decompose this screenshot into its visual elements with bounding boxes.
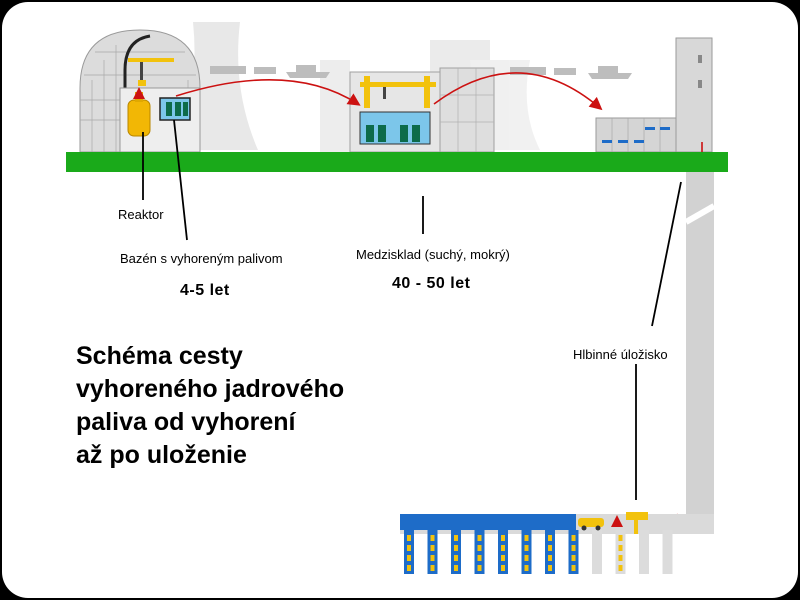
fuel-canister: [430, 565, 435, 571]
fuel-canister: [524, 545, 529, 551]
fuel-canister: [477, 535, 482, 541]
fuel-canister: [548, 535, 552, 541]
fuel-canister: [407, 555, 411, 561]
disposal-hole: [615, 530, 626, 574]
fuel-canister: [524, 565, 529, 571]
label-interim-duration: 40 - 50 let: [392, 275, 471, 292]
fuel-canister: [407, 565, 411, 571]
fuel-canister: [407, 535, 411, 541]
disposal-hole: [498, 530, 508, 574]
fuel-canister: [430, 545, 435, 551]
fuel-canister: [454, 535, 458, 541]
fuel-canister: [571, 565, 576, 571]
disposal-hole: [568, 530, 579, 574]
diagram-title: Schéma cesty vyhoreného jadrového paliva…: [76, 340, 416, 472]
fuel-canister: [430, 555, 435, 561]
transport-vehicles: [210, 65, 632, 79]
disposal-hole: [521, 530, 532, 574]
fuel-canister: [430, 535, 435, 541]
label-spent-fuel-pool: Bazén s vyhoreným palivom: [120, 251, 283, 266]
fuel-canister: [524, 555, 529, 561]
fuel-canister: [501, 555, 505, 561]
reactor-vessel: [127, 99, 151, 137]
fuel-canister: [477, 555, 482, 561]
fuel-canister: [454, 565, 458, 571]
disposal-hole: [662, 530, 673, 574]
fuel-canister: [501, 545, 505, 551]
fuel-canister: [571, 555, 576, 561]
fuel-canister: [477, 545, 482, 551]
label-deep-repository: Hlbinné úložisko: [573, 347, 668, 362]
title-line-2: vyhoreného jadrového: [76, 375, 345, 403]
disposal-hole: [427, 530, 438, 574]
leader-lines: [142, 119, 682, 500]
interim-storage-building: [349, 67, 495, 153]
fuel-canister: [454, 555, 458, 561]
disposal-hole: [474, 530, 485, 574]
fuel-canister: [501, 565, 505, 571]
fuel-canister: [571, 535, 576, 541]
repository-shaft: [684, 172, 716, 534]
disposal-hole: [639, 530, 649, 574]
title-line-3: paliva od vyhorení: [76, 408, 296, 436]
fuel-canister: [454, 545, 458, 551]
fuel-canister: [618, 565, 623, 571]
fuel-canister: [618, 545, 623, 551]
disposal-hole: [451, 530, 461, 574]
leader-spent-fuel-pool: [173, 119, 188, 241]
fuel-canister: [548, 545, 552, 551]
ground-surface: [66, 152, 728, 172]
arrow-interim-to-repository: [433, 72, 603, 111]
label-interim-storage: Medzisklad (suchý, mokrý): [356, 247, 510, 262]
reactor-building: [79, 29, 201, 153]
fuel-canister: [618, 555, 623, 561]
fuel-canister: [524, 535, 529, 541]
leader-deep-repository: [651, 181, 682, 327]
title-line-1: Schéma cesty: [76, 342, 243, 370]
repository-surface-building: [595, 37, 713, 153]
title-line-4: až po uloženie: [76, 441, 247, 469]
fuel-canister: [477, 565, 482, 571]
fuel-canister: [548, 555, 552, 561]
disposal-hole: [592, 530, 602, 574]
fuel-canister: [548, 565, 552, 571]
fuel-canister: [501, 535, 505, 541]
disposal-hole: [404, 530, 414, 574]
fuel-canister: [618, 535, 623, 541]
label-pool-duration: 4-5 let: [180, 282, 230, 299]
disposal-hole: [545, 530, 555, 574]
label-reactor: Reaktor: [118, 207, 164, 222]
arrow-pool-to-interim: [175, 79, 361, 106]
fuel-canister: [571, 545, 576, 551]
disposal-tunnel: [400, 512, 714, 574]
fuel-canister: [407, 545, 411, 551]
